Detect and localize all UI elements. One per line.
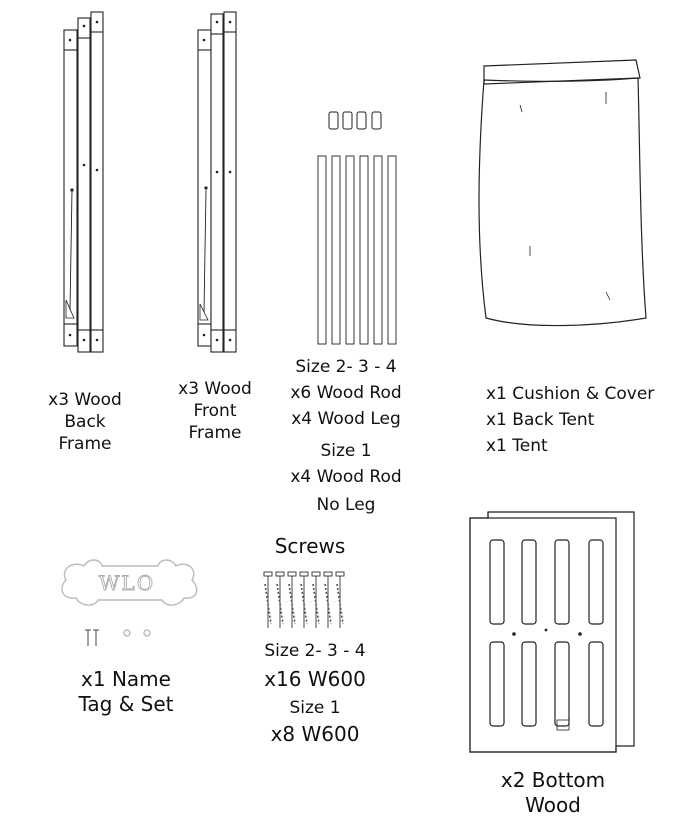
rods-rod-a: x6 Wood Rod — [290, 383, 402, 403]
bottom-wood-illustration — [469, 511, 635, 753]
back-frame-line2: Back — [64, 412, 106, 432]
name-tag-line2: Tag & Set — [78, 692, 174, 716]
name-tag-line1: x1 Name — [81, 667, 171, 691]
screws-size-b: Size 1 — [289, 698, 341, 718]
name-tag-engraving: WLO — [99, 571, 155, 595]
rods-size-b: Size 1 — [320, 441, 372, 461]
name-tag-label: x1 Name Tag & Set — [56, 667, 196, 717]
rods-leg-b: No Leg — [316, 495, 376, 515]
rods-leg-a: x4 Wood Leg — [291, 409, 401, 429]
cushion-line3: x1 Tent — [486, 436, 548, 456]
name-tag-screws — [85, 629, 99, 646]
front-frame-line3: Frame — [188, 423, 242, 443]
cushion-line2: x1 Back Tent — [486, 410, 595, 430]
rods-label: Size 2- 3 - 4 x6 Wood Rod x4 Wood Leg Si… — [276, 356, 416, 516]
back-frame-qty: x3 Wood — [48, 390, 122, 410]
screws-size-a: Size 2- 3 - 4 — [264, 641, 366, 661]
rods-size-a: Size 2- 3 - 4 — [295, 357, 397, 377]
back-frame-boards — [63, 11, 104, 353]
front-frame-qty: x3 Wood — [178, 379, 252, 399]
bottom-line2: Wood — [525, 793, 581, 817]
screws-qty-a: x16 W600 — [264, 667, 366, 691]
back-frame-line3: Frame — [58, 434, 112, 454]
screw-threads — [264, 583, 344, 625]
cushion-label: x1 Cushion & Cover x1 Back Tent x1 Tent — [486, 383, 682, 457]
front-frame-boards — [197, 11, 237, 353]
bottom-wood-label: x2 Bottom Wood — [478, 768, 628, 818]
name-tag-illustration — [61, 559, 198, 637]
wood-rods — [317, 155, 397, 345]
bottom-line1: x2 Bottom — [500, 768, 606, 792]
cushion-line1: x1 Cushion & Cover — [486, 384, 655, 404]
screws-illustration — [263, 571, 345, 628]
rods-rod-b: x4 Wood Rod — [290, 467, 402, 487]
screws-qty-b: x8 W600 — [270, 722, 360, 746]
back-frame-label: x3 Wood Back Frame — [38, 389, 132, 455]
front-frame-label: x3 Wood Front Frame — [168, 378, 262, 444]
wood-legs — [328, 111, 382, 130]
front-frame-line2: Front — [193, 401, 237, 421]
screws-title: Screws — [274, 534, 346, 558]
cushion-illustration — [478, 59, 647, 327]
